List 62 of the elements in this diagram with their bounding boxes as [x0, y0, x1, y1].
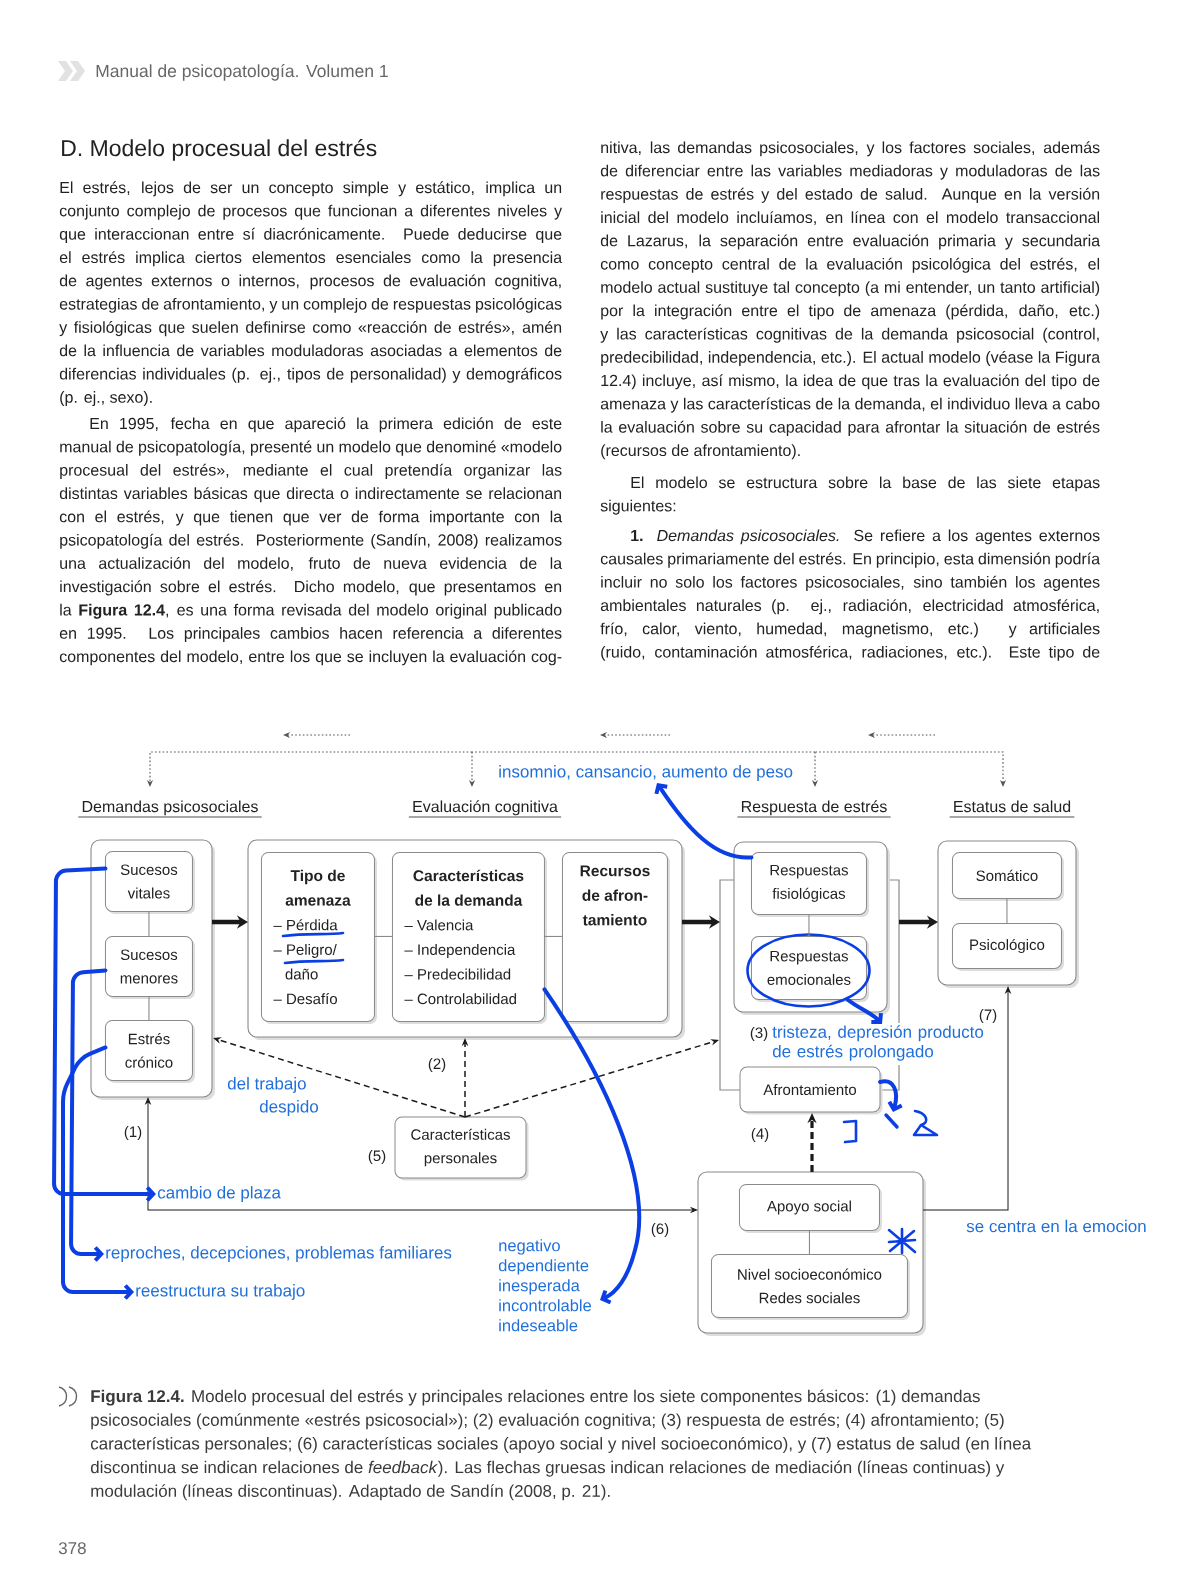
handwritten-arrow: [878, 1079, 903, 1112]
heading: Demandas psicosociales: [77, 800, 263, 818]
dotted-arrow: [814, 751, 1007, 787]
annotation-text: reproches, decepciones, problemas familiares: [104, 1245, 453, 1263]
connector-line: [148, 910, 150, 937]
process-box: Estrés crónico: [104, 1019, 195, 1083]
connector-line: [148, 995, 150, 1021]
process-box: Nivel socioeconómico Redes sociales: [710, 1253, 910, 1320]
annotation-text: tristeza, depresión producto de estrés prolongado: [772, 1025, 984, 1061]
process-box: Sucesos vitales: [104, 850, 195, 914]
body-paragraph: 1. Demandas psicosociales. Se refiere a los agentes externos causales primariamente del estrés. En principio, esta dimensión podría incluir no solo los factores psicosociales, sino también los agentes ambientales naturales (p. ej., radiación, electricidad atmosférica, frío, calor, viento, humedad, magnetismo, etc.) y artificiales (ruido, contaminación atmosférica, radiaciones, etc.). Este tipo de: [600, 529, 1101, 661]
page-number: 378: [58, 1542, 86, 1555]
running-header: Manual de psicopatología. Volumen 1: [96, 64, 388, 81]
callout-number: (6): [651, 1223, 669, 1237]
connector-line: [1006, 897, 1008, 924]
annotation-text: despido: [258, 1099, 320, 1117]
handwritten-arrow: [654, 783, 754, 860]
body-paragraph: El estrés, lejos de ser un concepto simple y estático, implica un conjunto complejo de procesos que funcionan a diferentes niveles y que interaccionan entre sí diacrónicamente. Puede deducirse que el estrés implica ciertos elementos esenciales como la presencia de agentes externos o internos, procesos de evaluación cognitiva, estrategias de afrontamiento, y un complejo de respuestas psicológicas y fisiológicas que suelen definirse como «reacción de estrés», amén de la influencia de variables moduladoras asociadas a elementos de diferencias individuales (p. ej., tipos de personalidad) y demográficos (p. ej., sexo).: [59, 181, 563, 407]
process-box: Respuestas fisiológicas: [750, 851, 869, 917]
connector-line: [543, 935, 563, 937]
heading: Estatus de salud: [949, 800, 1075, 818]
callout-number: (3): [750, 1027, 768, 1041]
annotation-text: insomnio, cansancio, aumento de peso: [497, 764, 795, 782]
callout-number: (1): [124, 1126, 142, 1140]
connector-line: [808, 913, 810, 937]
figure-caption: Figura 12.4. Modelo procesual del estrés y principales relaciones entre los siete componentes básicos: (1) demandas psicosociales (comúnmente «estrés psicosocial»); (2) evaluación cognitiva; (3) respuesta de estrés; (4) afrontamiento; (5) características personales; (6) características sociales (apoyo social y nivel socioeconómico), y (7) estatus de salud (en línea discontinua se indican relaciones de feedback). Las flechas gruesas indican relaciones de mediación (líneas continuas) y modulación (líneas discontinuas). Adaptado de Sandín (2008, p. 21).: [90, 1389, 1032, 1501]
annotation-text: negativo dependiente inesperada incontrolable indeseable: [497, 1238, 593, 1333]
annotation-text: se centra en la emocion: [965, 1218, 1148, 1234]
callout-number: (7): [979, 1009, 997, 1023]
handwritten-arrow: [61, 1045, 134, 1300]
heading: Respuesta de estrés: [737, 800, 891, 818]
callout-number: (5): [368, 1150, 386, 1164]
arrow: [922, 986, 1011, 1211]
body-paragraph: En 1995, fecha en que apareció la primera edición de este manual de psicopatología, presenté un modelo que denominé «modelo procesual del estrés», mediante el cual pretendía organizar las distintas variables básicas que directa o indirectamente se relacionan con el estrés, y que tienen que ver de forma importante con la psicopatología del estrés. Posteriormente (Sandín, 2008) realizamos una actualización del modelo, fruto de nueva evidencia de la investigación sobre el estrés. Dicho modelo, que presentamos en la Figura 12.4, es una forma revisada del modelo original publicado en 1995. Los principales cambios hacen referencia a diferentes componentes del modelo, entre los que se incluyen la evaluación cog-: [59, 417, 563, 666]
annotation-text: del trabajo: [226, 1076, 308, 1094]
section-heading: D. Modelo procesual del estrés: [62, 139, 377, 161]
connector-line: [808, 1229, 810, 1255]
dotted-line: [471, 751, 816, 753]
handwritten-arrow: [52, 866, 156, 1202]
handwritten-arrow: [542, 987, 642, 1305]
annotation-text: reestructura su trabajo: [134, 1283, 307, 1301]
callout-number: (4): [751, 1128, 769, 1142]
handwritten-scribble: [884, 1113, 899, 1129]
connector-line: [373, 935, 393, 937]
heading: Evaluación cognitiva: [408, 800, 562, 818]
process-box: Sucesos menores: [104, 935, 195, 999]
process-box: Afrontamiento: [739, 1066, 883, 1115]
process-box: Recursos de afron-tamiento: [561, 851, 670, 1024]
process-box: Tipo de amenaza – Pérdida – Peligro/ daño – Desafío: [260, 851, 377, 1024]
process-box: Características personales: [394, 1116, 529, 1181]
handwritten-arrow: [845, 997, 883, 1024]
arrow: [145, 1097, 698, 1213]
process-box: Somático: [951, 851, 1064, 901]
annotation-text: cambio de plaza: [156, 1185, 282, 1203]
process-box: Apoyo social: [738, 1183, 882, 1233]
handwritten-arrow: [69, 968, 108, 1262]
process-box: Respuestas emocionales: [750, 935, 869, 1002]
process-box: Psicológico: [951, 922, 1064, 971]
body-paragraph: nitiva, las demandas psicosociales, y los factores sociales, además de diferenciar entre las variables mediadoras y moduladoras de las respuestas de estrés y del estado de salud. Aunque en la versión inicial del modelo incluíamos, en línea con el modelo transaccional de Lazarus, la separación entre evaluación primaria y secundaria como concepto central de la evaluación psicológica del estrés, el modelo actual sustituye tal concepto (a mi entender, un tanto artificial) por la integración entre el tipo de amenaza (pérdida, daño, etc.) y las características cognitivas de la demanda psicosocial (control, predecibilidad, independencia, etc.). El actual modelo (véase la Figura 12.4) incluye, así mismo, la idea de que tras la evaluación del tipo de amenaza y las características de la demanda, el individuo lleva a cabo la evaluación sobre su capacidad para afrontar la situación de estrés (recursos de afrontamiento).: [600, 141, 1101, 460]
process-box: Características de la demanda – Valencia – Independencia – Predecibilidad – Controlabilidad: [391, 851, 547, 1024]
callout-number: (2): [428, 1058, 446, 1072]
body-paragraph: El modelo se estructura sobre la base de las siete etapas siguientes:: [600, 476, 1100, 515]
